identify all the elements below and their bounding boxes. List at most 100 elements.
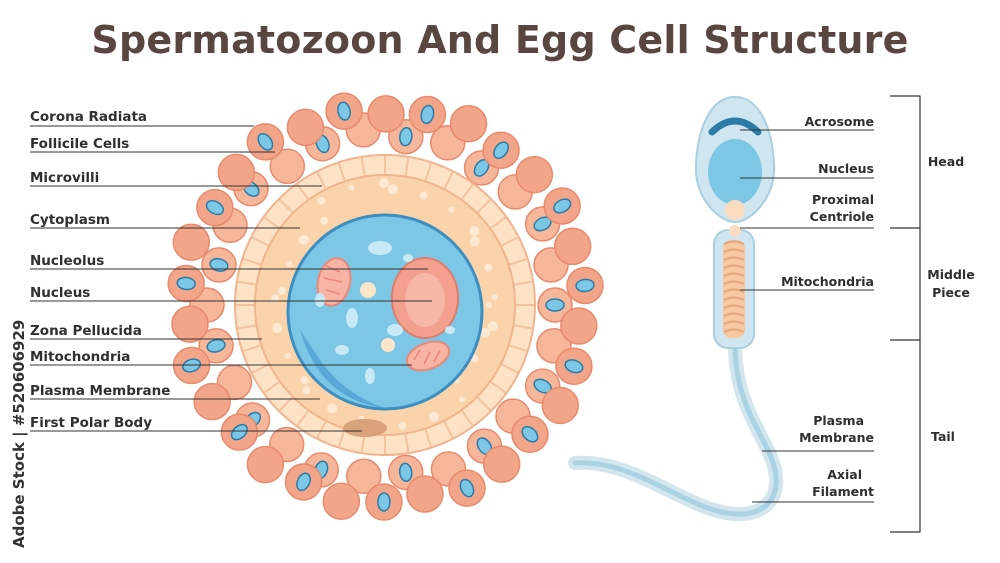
microvillus	[501, 236, 519, 247]
microvillus	[338, 162, 346, 181]
section-middle-label-1: Middle	[927, 267, 974, 282]
tail-bracket	[890, 340, 921, 533]
follicle-cell	[406, 475, 444, 513]
proximal-centriole	[725, 200, 745, 220]
section-middle-label-2: Piece	[932, 285, 970, 300]
microvillus	[316, 421, 327, 439]
follicle-nucleus	[575, 278, 595, 293]
egg-cell	[167, 92, 604, 521]
cytoplasm-granule	[320, 216, 329, 225]
egg-label-plasma-membrane: Plasma Membrane	[30, 383, 170, 399]
cytoplasm-granules	[271, 178, 498, 430]
nucleus-vesicle	[387, 324, 403, 336]
microvillus	[404, 157, 410, 176]
follicle-cell	[269, 148, 306, 185]
follicle-cell	[217, 153, 256, 192]
egg-label-mitochondria: Mitochondria	[30, 349, 130, 365]
cytoplasm-granule	[379, 178, 390, 189]
mitochondrial-coil	[723, 328, 745, 333]
nucleus-vesicle	[346, 308, 358, 328]
egg-label-corona-radiata: Corona Radiata	[30, 109, 147, 125]
microvillus	[316, 171, 327, 189]
microvillus	[490, 381, 507, 394]
sperm-mitochondria-label: Mitochondria	[781, 274, 874, 289]
section-brackets: Head Middle Piece Tail	[890, 95, 975, 533]
mitochondrion-1	[316, 257, 352, 307]
microvillus	[360, 157, 366, 176]
mitochondrial-coil	[723, 320, 745, 325]
cytoplasm-granule	[398, 421, 407, 430]
follicle-cell	[322, 482, 361, 521]
acrosome	[708, 117, 762, 136]
microvillus	[263, 381, 280, 394]
centriole-label-2: Centriole	[810, 209, 874, 224]
cytoplasm-granule	[286, 260, 293, 267]
microvillus	[461, 410, 474, 427]
head-bracket	[890, 95, 921, 229]
microvillus	[424, 162, 432, 181]
follicle-cell	[367, 95, 405, 133]
egg-label-first-polar-body: First Polar Body	[30, 415, 152, 431]
follicle-nucleus	[493, 141, 509, 160]
cytoplasm-granule	[486, 302, 492, 308]
microvillus	[237, 324, 256, 330]
follicle-nucleus	[257, 132, 274, 151]
microvillus	[251, 363, 269, 374]
microvillus	[509, 344, 528, 352]
cytoplasm-granule	[448, 206, 455, 213]
cytoplasm-granule	[277, 286, 286, 295]
mitochondrial-coil	[723, 280, 745, 285]
follicle-cell	[246, 445, 285, 484]
nucleus-vesicle	[403, 254, 413, 262]
microvillus	[296, 410, 309, 427]
sperm-tail-inner	[572, 342, 779, 517]
cytoplasm-granule	[487, 321, 498, 332]
mitochondrial-coil	[723, 288, 745, 293]
mitochondrial-coil	[723, 272, 745, 277]
cytoplasm-granule	[419, 191, 428, 200]
microvillus	[490, 216, 507, 229]
microvillus	[263, 216, 280, 229]
microvillus	[509, 258, 528, 266]
microvillus	[278, 396, 294, 412]
microvillus	[296, 183, 309, 200]
follicle-nucleus	[553, 198, 572, 214]
follicle-cell	[171, 305, 209, 343]
follicle-cell	[553, 227, 592, 266]
membrane-label-2: Membrane	[799, 430, 874, 445]
follicle-nucleus	[337, 101, 351, 121]
cytoplasm-granule	[469, 236, 480, 247]
cytoplasm-granule	[300, 376, 309, 385]
cytoplasm-granule	[348, 184, 355, 191]
cytoplasm-granule	[302, 386, 311, 395]
microvillus	[514, 280, 533, 286]
nucleus-vesicle	[368, 241, 392, 255]
follicle-cell	[541, 386, 580, 425]
cytoplasm-granule	[484, 263, 493, 272]
follicle-nucleus	[564, 359, 584, 374]
nucleus-granule	[381, 338, 395, 352]
follicle-nucleus	[377, 492, 391, 512]
follicle-nucleus	[459, 478, 475, 498]
cytoplasm-granule	[387, 184, 398, 195]
sperm-label-group: Acrosome Nucleus Proximal Centriole Mito…	[740, 114, 874, 503]
mitochondrial-coils	[723, 240, 745, 333]
egg-label-cytoplasm: Cytoplasm	[30, 212, 110, 228]
microvillus	[242, 258, 261, 266]
mitochondrial-coil	[723, 264, 745, 269]
follicle-nucleus	[420, 104, 435, 125]
follicle-nucleus	[176, 276, 196, 291]
microvillus	[338, 429, 346, 448]
nucleus-vesicles	[315, 241, 455, 384]
nucleus-vesicle	[315, 293, 325, 307]
spermatozoon	[568, 95, 784, 522]
follicle-cell	[482, 445, 521, 483]
follicle-nucleus	[545, 298, 565, 312]
centriole-label-1: Proximal	[812, 192, 874, 207]
microvillus	[360, 434, 366, 453]
microvillus	[237, 280, 256, 286]
centriole-small	[729, 225, 741, 237]
mitochondrial-coil	[723, 304, 745, 309]
egg-label-follicile-cells: Follicile Cells	[30, 136, 129, 152]
